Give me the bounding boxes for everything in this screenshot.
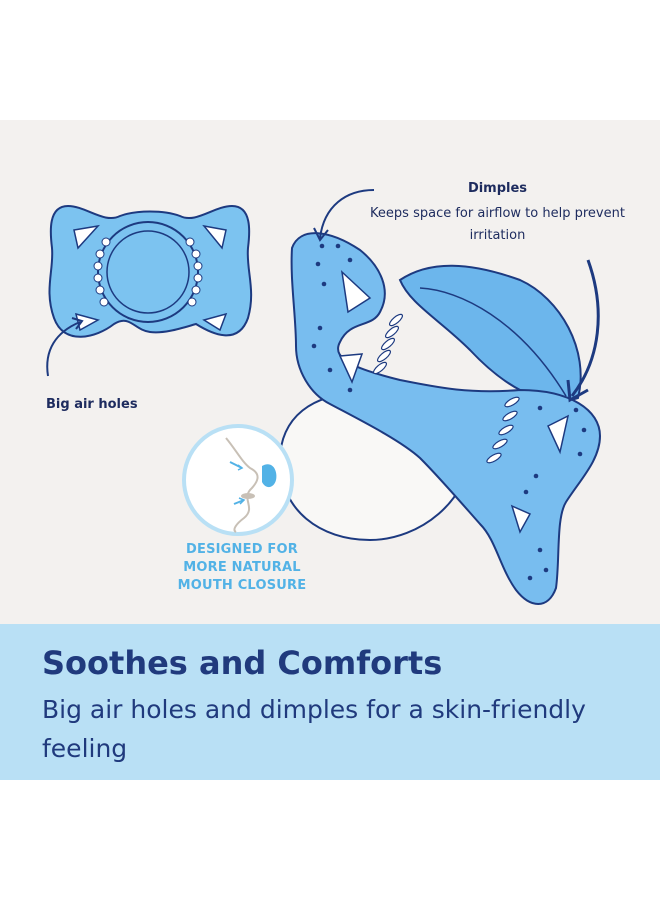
feature-subtext: Big air holes and dimples for a skin-fri…	[42, 695, 586, 763]
dimples-arrow-right	[570, 259, 600, 397]
air-holes-label: Big air holes	[46, 397, 138, 412]
feature-banner: Soothes and Comforts Big air holes and d…	[0, 624, 660, 780]
product-illustration: Dimples Keeps space for airflow to help …	[0, 120, 660, 624]
dimples-title: Dimples	[467, 181, 528, 196]
dimples-arrow-left	[319, 189, 375, 239]
feature-headline: Soothes and Comforts	[42, 644, 443, 682]
air-holes-arrow	[46, 321, 81, 377]
dimples-description: Keeps space for airflow to help prevent …	[370, 206, 625, 243]
mouth-closure-icon	[182, 424, 294, 536]
small-pacifier-icon	[48, 204, 253, 338]
mouth-closure-label: DESIGNED FOR MORE NATURAL MOUTH CLOSURE	[177, 542, 307, 593]
pacifier-drawing	[46, 189, 602, 605]
large-pacifier-icon	[278, 232, 602, 605]
